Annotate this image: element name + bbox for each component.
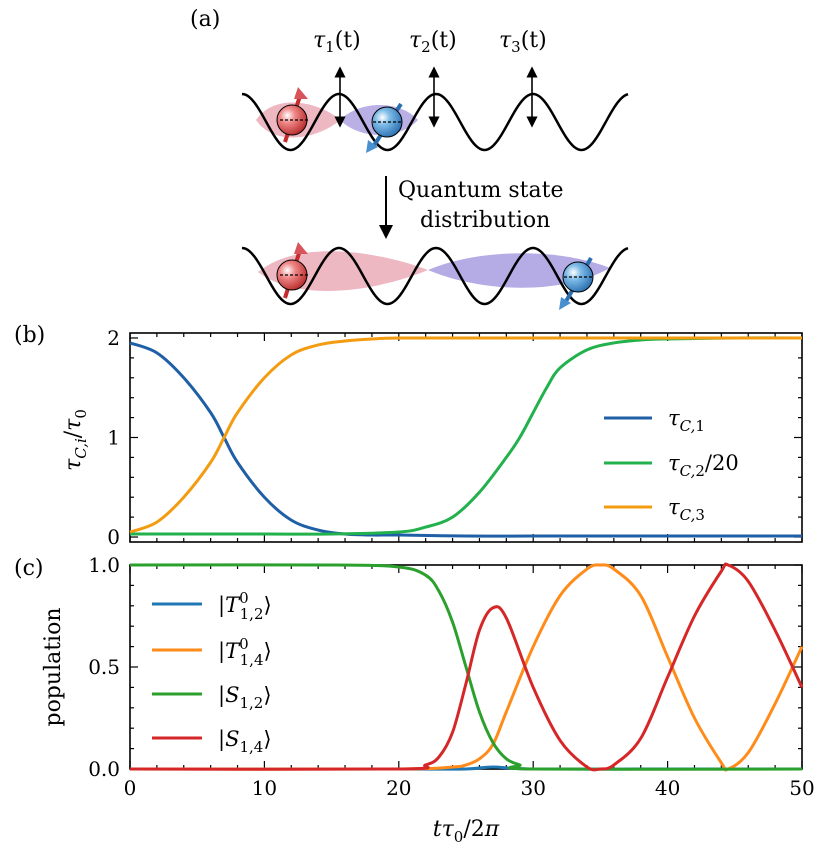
panel-b-ytick-label: 0: [107, 525, 120, 549]
top-blue-spin: [366, 102, 403, 153]
svg-text:τC,3: τC,3: [668, 495, 705, 524]
caption-line-2: distribution: [420, 208, 550, 233]
timer-1-sub: 1: [325, 38, 335, 56]
panel-c-xtick-label: 10: [252, 776, 277, 800]
panel-c-series-2: [129, 563, 803, 771]
svg-text:τC,2/20: τC,2/20: [668, 451, 739, 480]
caption-line-1: Quantum state: [398, 178, 563, 203]
panel-c-label: (c): [14, 556, 44, 581]
svg-text:τ3(t): τ3(t): [499, 28, 547, 56]
panel-c-xtick-label: 0: [124, 776, 137, 800]
bottom-blue-spin: [559, 256, 594, 310]
svg-text:τ2(t): τ2(t): [409, 28, 457, 56]
panel-c-xtick-label: 50: [789, 776, 814, 800]
timer-3-label: τ3(t): [499, 28, 547, 56]
panel-c-ytick-label: 1.0: [88, 553, 120, 577]
panel-b-label: (b): [14, 323, 45, 348]
panel-c-xtick-label: 40: [655, 776, 680, 800]
panel-a: (a) τ1(t) τ2(t) τ3(t): [190, 7, 629, 310]
panel-b-series: [129, 336, 803, 538]
timer-2-label: τ2(t): [409, 28, 457, 56]
timer-1-symbol: τ: [313, 28, 326, 53]
panel-c-xlabel: tτ0/2π: [433, 817, 500, 846]
panel-b-series-2: [129, 336, 802, 534]
panel-b-legend: τC,1 τC,2/20 τC,3: [604, 406, 739, 524]
legend-tau-c2-over-20: τC,2/20: [604, 451, 739, 480]
svg-text:τ1(t): τ1(t): [313, 28, 361, 56]
svg-text:|S1,4⟩: |S1,4⟩: [218, 727, 272, 756]
panel-b-chart: (b) 0 1 2 τC,i/τ0 τC,1 τC,2/20 τC,3: [14, 323, 803, 549]
panel-b-ylabel: τC,i/τ0: [61, 409, 90, 471]
bottom-red-spin: [276, 242, 308, 299]
bottom-potential-curve: [241, 246, 629, 306]
legend-tau-c3: τC,3: [604, 495, 705, 524]
panel-c-series-3: [129, 562, 804, 772]
panel-c-xtick-label: 20: [386, 776, 411, 800]
svg-text:|T01,2⟩: |T01,2⟩: [218, 589, 272, 623]
panel-b-ytick-label: 2: [107, 326, 120, 350]
timer-2-sub: 2: [421, 38, 431, 56]
panel-c-ytick-label: 0.0: [88, 757, 120, 781]
panel-c-xtick-label: 30: [520, 776, 545, 800]
legend-S-14: |S1,4⟩: [152, 727, 272, 756]
timer-3-symbol: τ: [499, 28, 512, 53]
panel-b-ticks: 0 1 2: [107, 326, 803, 549]
legend-tau-c1: τC,1: [604, 406, 705, 435]
panel-c-ylabel: population: [41, 607, 66, 726]
panel-b-ytick-label: 1: [107, 426, 120, 450]
svg-text:|S1,2⟩: |S1,2⟩: [218, 683, 272, 712]
timer-3-arg: (t): [521, 28, 547, 53]
svg-text:|T01,4⟩: |T01,4⟩: [218, 635, 272, 669]
timer-2-symbol: τ: [409, 28, 422, 53]
legend-S-12: |S1,2⟩: [152, 683, 272, 712]
timer-3-sub: 3: [511, 38, 521, 56]
panel-c-ticks: 0.0 0.5 1.0 0 10 20 30 40 50: [88, 553, 815, 800]
timer-1-arg: (t): [335, 28, 361, 53]
panel-c-chart: (c) 0.0 0.5 1.0 0 10 20 30 40 50 population tτ0/…: [14, 553, 815, 846]
svg-text:τC,1: τC,1: [668, 406, 705, 435]
timer-1-label: τ1(t): [313, 28, 361, 56]
panel-c-series: [129, 562, 804, 772]
panel-b-series-1: [130, 336, 803, 536]
timer-2-arg: (t): [431, 28, 457, 53]
top-red-spin: [276, 87, 308, 143]
panel-c-ytick-label: 0.5: [88, 655, 120, 679]
panel-a-label: (a): [190, 7, 220, 32]
